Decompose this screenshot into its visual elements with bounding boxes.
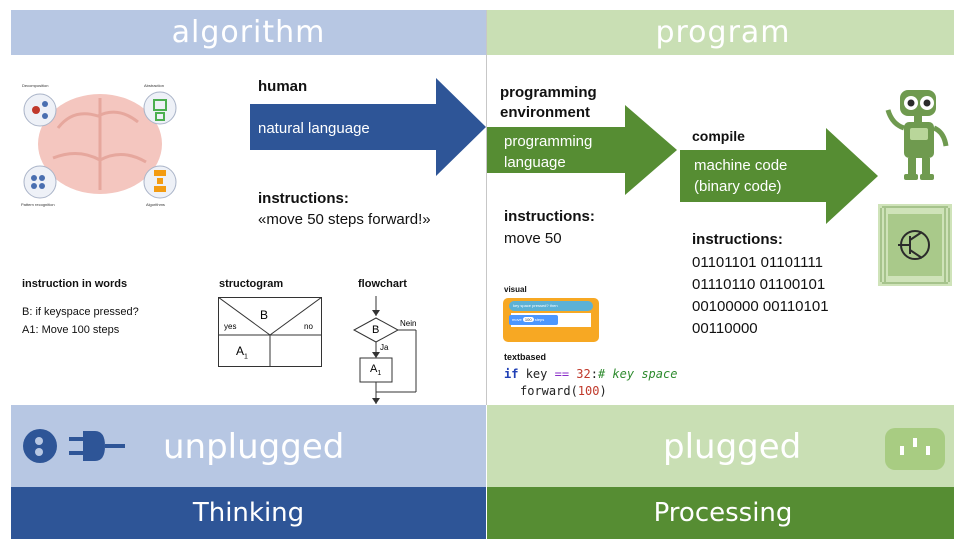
brain-label-3: Pattern recognition (21, 202, 55, 207)
brain-label-2: Abstraction (144, 83, 165, 88)
binary-line: 00100000 00110101 (692, 298, 829, 315)
flowchart-heading: flowchart (358, 278, 407, 290)
flowchart-yes: Ja (380, 343, 389, 352)
unplugged-title: unplugged (163, 427, 345, 467)
binary-line: 01110110 01100101 (692, 276, 826, 293)
program-instructions-text: move 50 (504, 230, 562, 247)
human-label: human (258, 78, 308, 95)
processing-band: Processing (487, 487, 954, 539)
compile-label: compile (692, 128, 745, 144)
scratch-move-block: move 100 steps (509, 315, 558, 325)
plug-icon (69, 431, 125, 461)
structogram-action: A1 (236, 344, 248, 361)
structogram-condition: B (260, 308, 269, 322)
natural-language-label: natural language (258, 120, 370, 137)
robot-icon (880, 88, 952, 184)
algorithm-header: algorithm (11, 10, 486, 55)
binary-heading: instructions: (692, 231, 783, 248)
binary-block: 01101101 01101111 01110110 01100101 0010… (692, 252, 829, 340)
socket-icon (885, 428, 945, 470)
brain-label-1: Decomposition (22, 83, 49, 88)
words-line1: B: if keyspace pressed? (22, 306, 139, 318)
code-line-1: if key == 32:# key space (504, 367, 678, 381)
chip-icon (878, 204, 952, 286)
scratch-block: key space pressed? then move 100 steps (503, 298, 599, 342)
algorithm-title: algorithm (171, 15, 326, 50)
programming-language-label-1: programming (504, 133, 593, 150)
words-line2: A1: Move 100 steps (22, 324, 120, 336)
env-label-1: programming (500, 84, 597, 101)
socket-plug-icon (23, 429, 57, 463)
flowchart-diagram: B Nein Ja A1 (348, 296, 428, 404)
scratch-condition: key space pressed? then (509, 301, 593, 311)
program-header: program (487, 10, 954, 55)
structogram-yes: yes (224, 322, 237, 331)
structogram-no: no (304, 322, 313, 331)
machine-code-label-1: machine code (694, 157, 788, 174)
binary-line: 01101101 01101111 (692, 254, 823, 271)
brain-label-4: Algorithms (146, 202, 165, 207)
textbased-heading: textbased (504, 352, 547, 362)
binary-line: 00110000 (692, 320, 758, 337)
programming-language-label-2: language (504, 154, 566, 171)
program-title: program (655, 15, 791, 50)
human-instructions-heading: instructions: (258, 190, 349, 207)
flowchart-condition: B (372, 324, 380, 336)
env-label-2: environment (500, 104, 591, 121)
unplugged-band: unplugged (11, 405, 486, 487)
machine-code-arrow (680, 128, 878, 224)
thinking-band: Thinking (11, 487, 486, 539)
program-instructions-heading: instructions: (504, 208, 595, 225)
natural-language-arrow (250, 78, 486, 176)
structogram-heading: structogram (219, 278, 284, 290)
plugged-band: plugged (487, 405, 954, 487)
machine-code-label-2: (binary code) (694, 178, 782, 195)
flowchart-action: A1 (370, 363, 382, 378)
programming-language-arrow (487, 105, 677, 195)
visual-heading: visual (504, 285, 527, 294)
thinking-title: Thinking (192, 498, 305, 528)
human-instructions-text: «move 50 steps forward!» (258, 211, 431, 228)
code-line-2: forward(100) (520, 384, 607, 398)
flowchart-no: Nein (400, 319, 417, 328)
structogram-diagram: B yes no A1 (218, 297, 322, 367)
column-divider (486, 10, 487, 405)
words-heading: instruction in words (22, 278, 128, 290)
plugged-title: plugged (663, 427, 802, 467)
brain-puzzle-icon: Decomposition Abstraction Pattern recogn… (18, 78, 182, 212)
processing-title: Processing (653, 498, 793, 528)
